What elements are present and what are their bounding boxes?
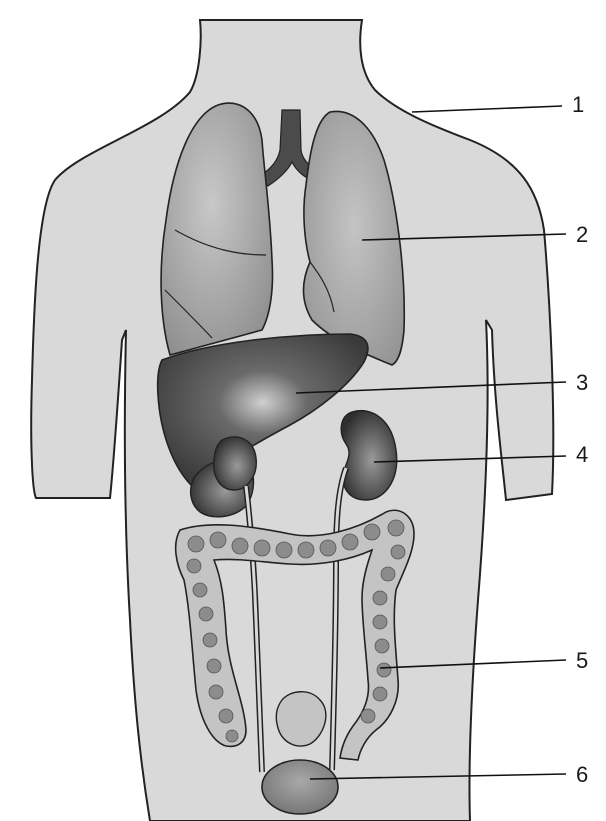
leader-line-1: [412, 106, 562, 112]
bladder: [262, 760, 338, 814]
callout-label-1: 1: [572, 92, 584, 117]
callout-label-2: 2: [576, 222, 588, 247]
callout-label-4: 4: [576, 442, 588, 467]
right-kidney: [214, 437, 257, 490]
callout-label-6: 6: [576, 762, 588, 787]
callout-label-3: 3: [576, 370, 588, 395]
callout-label-5: 5: [576, 648, 588, 673]
